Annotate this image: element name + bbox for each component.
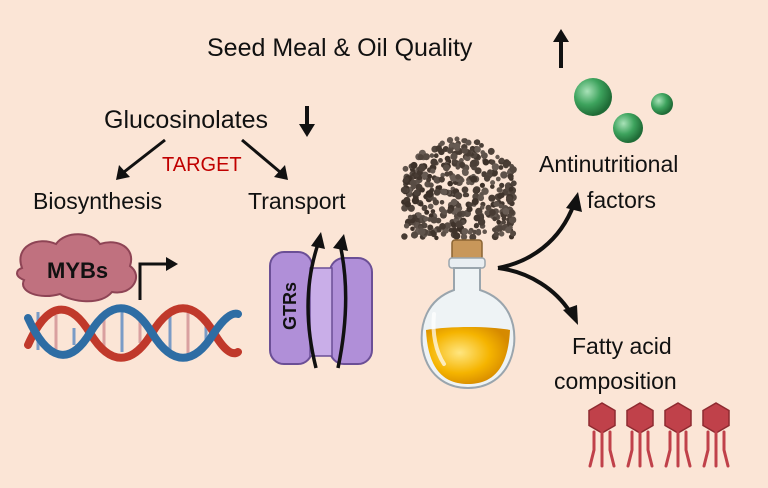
seeds-icon (400, 136, 517, 241)
fatty-acid-label-line2: composition (554, 368, 677, 394)
lipid-icon (588, 402, 730, 468)
branch-arrows (116, 138, 288, 180)
output-arrows (497, 192, 582, 325)
mybs-label: MYBs (47, 258, 109, 283)
transport-label: Transport (248, 188, 346, 214)
down-arrow-icon (299, 106, 315, 137)
transporter-icon (269, 232, 373, 369)
glucosinolates-label: Glucosinolates (104, 106, 268, 134)
target-label: TARGET (162, 154, 242, 176)
biosynthesis-label: Biosynthesis (33, 188, 163, 214)
page-title: Seed Meal & Oil Quality (207, 34, 473, 62)
oil-bottle-icon (420, 239, 516, 390)
fatty-acid-label-line1: Fatty acid (572, 333, 672, 359)
up-arrow-icon (553, 29, 569, 68)
transcription-arrow-icon (138, 257, 178, 300)
spheres-icon (574, 78, 673, 143)
protein-blob-icon (16, 233, 137, 303)
gtrs-label: GTRs (280, 281, 300, 330)
antinutritional-label-line1: Antinutritional (539, 151, 679, 177)
dna-helix-icon (24, 304, 242, 362)
antinutritional-label-line2: factors (587, 187, 657, 213)
